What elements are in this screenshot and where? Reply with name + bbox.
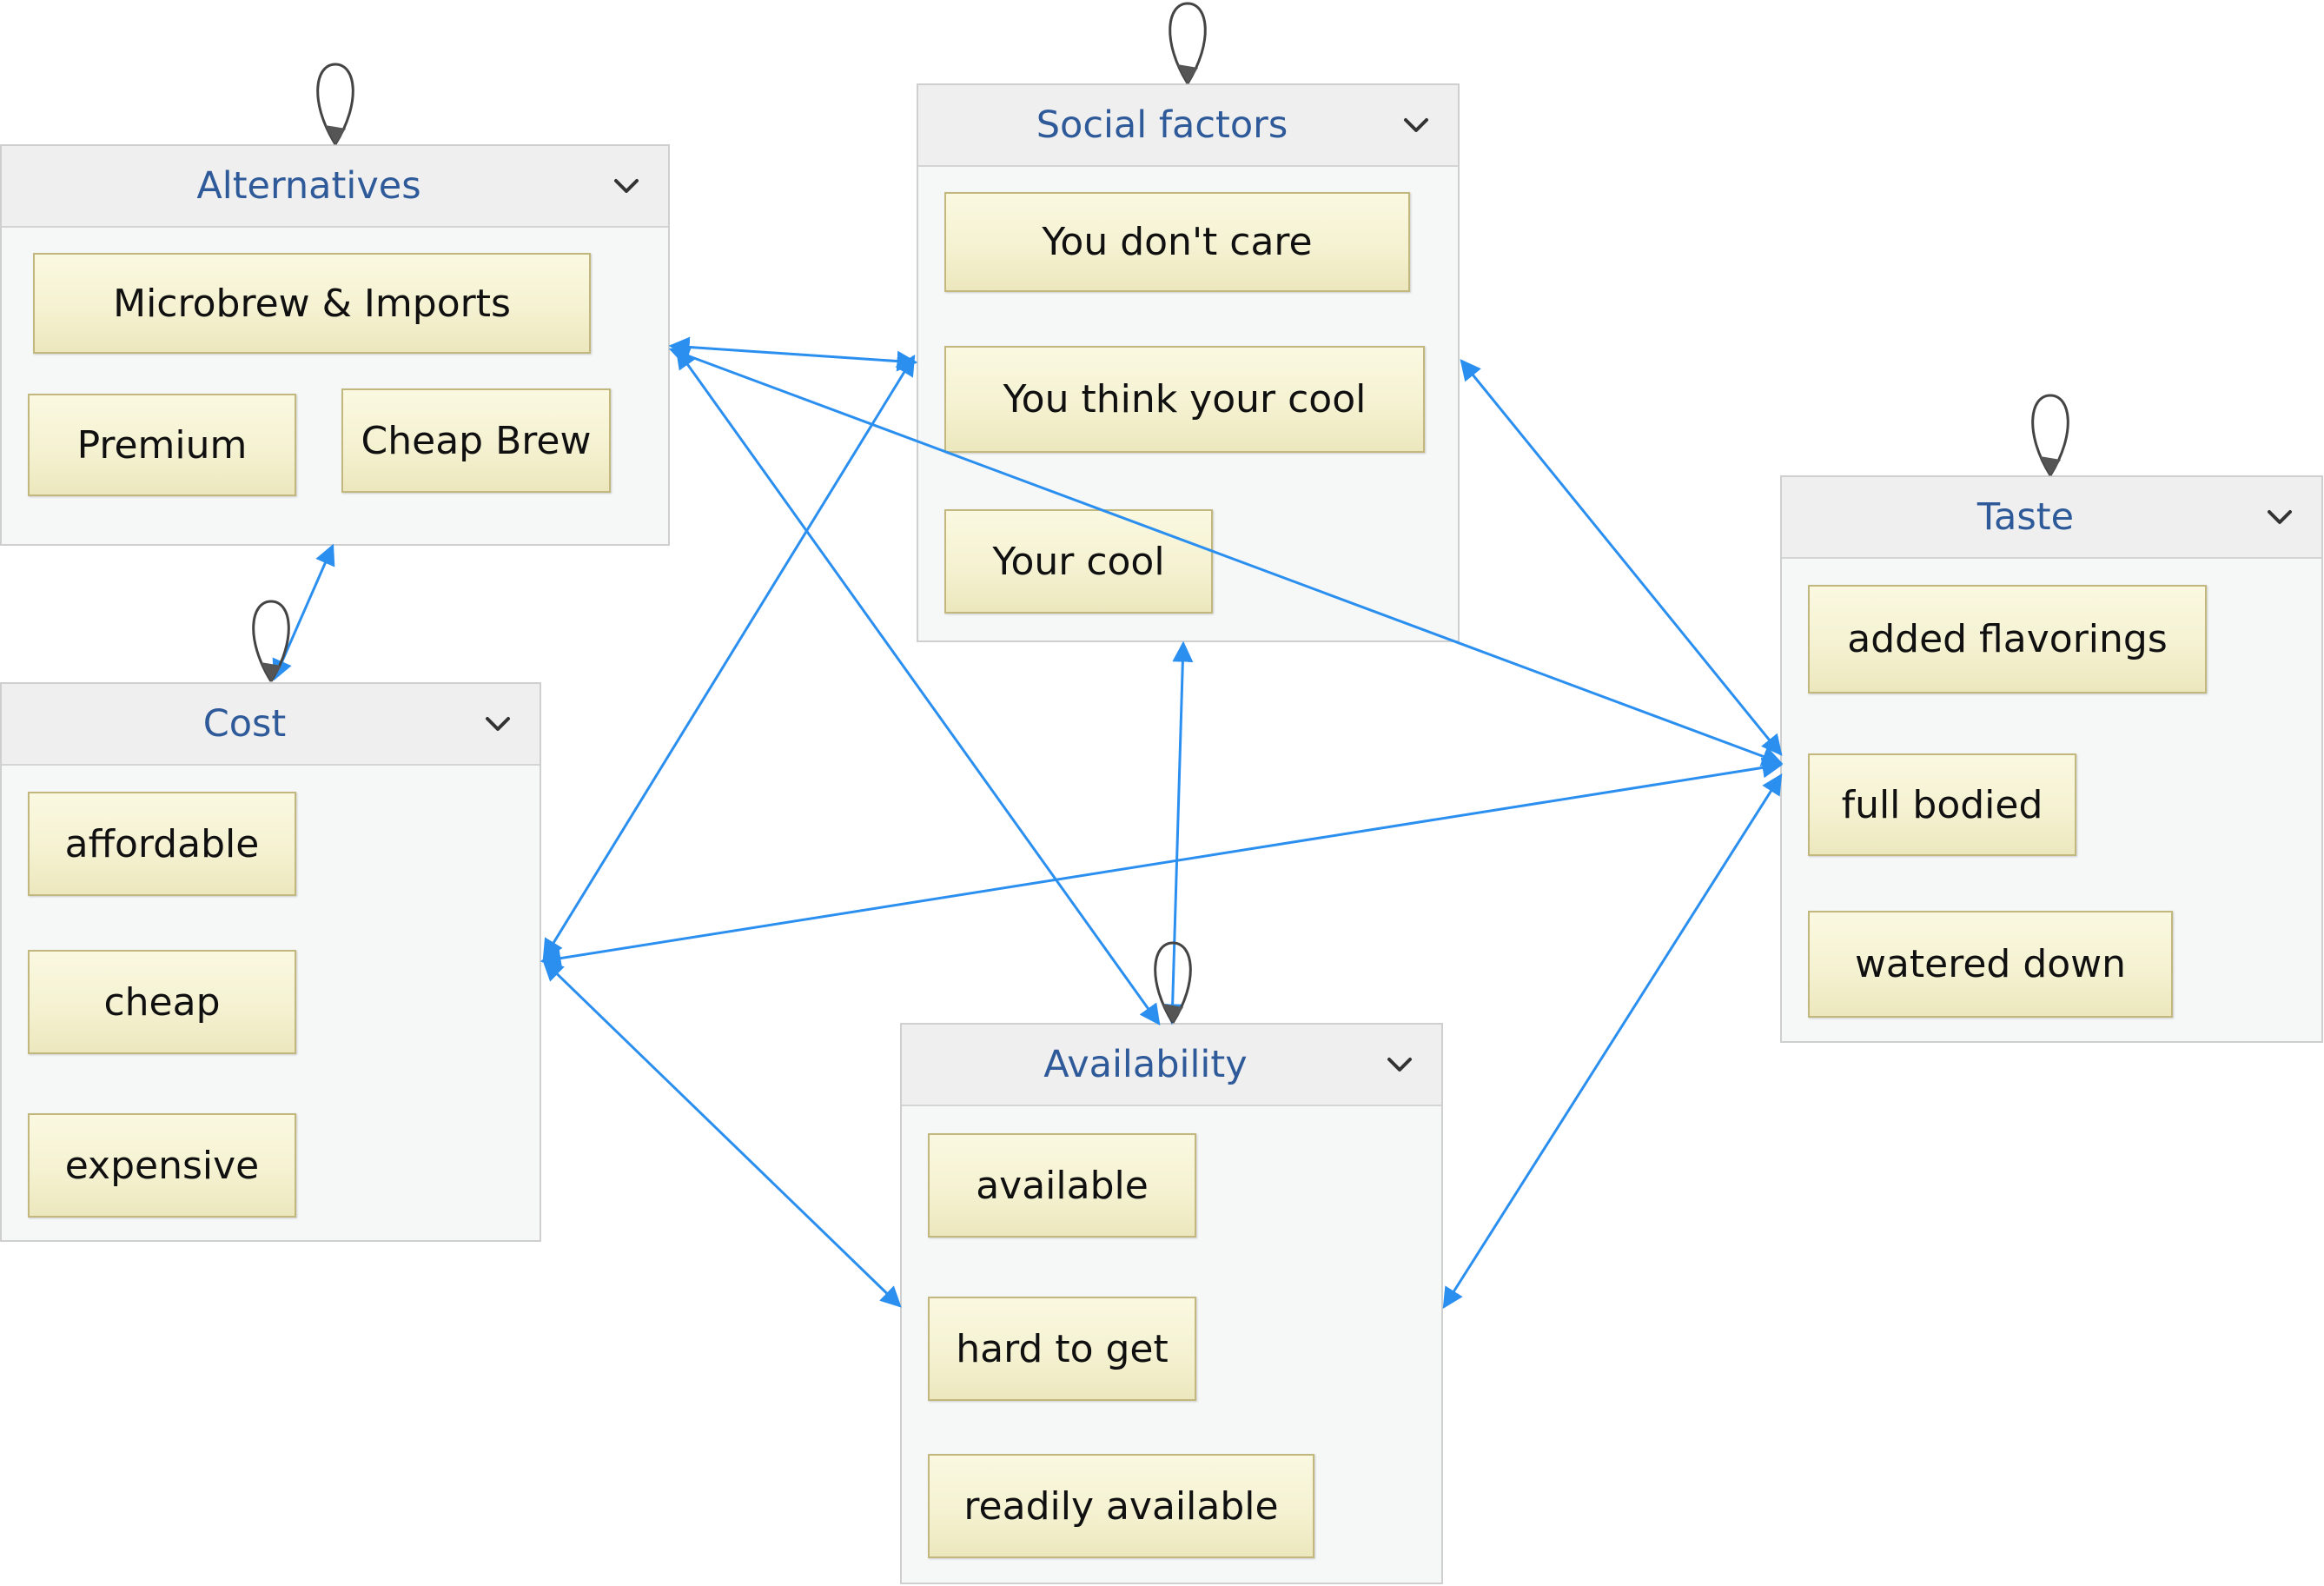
group-header-alternatives[interactable]: Alternatives xyxy=(2,146,668,228)
group-header-availability[interactable]: Availability xyxy=(902,1025,1441,1106)
chevron-down-icon[interactable] xyxy=(1394,103,1439,148)
item-watered-down[interactable]: watered down xyxy=(1808,911,2173,1018)
group-social-factors[interactable]: Social factors You don't care You think … xyxy=(917,83,1460,642)
chevron-down-icon[interactable] xyxy=(475,701,520,747)
group-header-taste[interactable]: Taste xyxy=(1782,477,2321,559)
group-alternatives[interactable]: Alternatives Microbrew & Imports Premium… xyxy=(0,144,670,546)
group-title: Cost xyxy=(202,702,287,746)
group-title: Social factors xyxy=(1036,103,1288,147)
link-cost-availability[interactable] xyxy=(542,959,902,1308)
group-title: Alternatives xyxy=(196,164,421,208)
item-you-think-your-cool[interactable]: You think your cool xyxy=(944,346,1425,453)
group-header-social-factors[interactable]: Social factors xyxy=(918,85,1458,167)
group-header-cost[interactable]: Cost xyxy=(2,684,540,766)
chevron-down-icon[interactable] xyxy=(604,163,649,209)
link-taste-cost[interactable] xyxy=(540,757,1784,969)
item-full-bodied[interactable]: full bodied xyxy=(1808,753,2076,856)
item-cheap[interactable]: cheap xyxy=(28,950,296,1054)
self-loop-icon[interactable] xyxy=(245,596,297,692)
item-affordable[interactable]: affordable xyxy=(28,792,296,896)
self-loop-icon[interactable] xyxy=(2024,390,2076,486)
item-hard-to-get[interactable]: hard to get xyxy=(928,1297,1196,1401)
chevron-down-icon[interactable] xyxy=(1377,1042,1422,1087)
group-availability[interactable]: Availability available hard to get readi… xyxy=(900,1023,1443,1584)
item-expensive[interactable]: expensive xyxy=(28,1113,296,1218)
self-loop-icon[interactable] xyxy=(309,59,361,155)
link-social-taste[interactable] xyxy=(1460,359,1783,756)
item-premium[interactable]: Premium xyxy=(28,394,296,496)
item-your-cool[interactable]: Your cool xyxy=(944,509,1213,614)
self-loop-icon[interactable] xyxy=(1147,938,1199,1033)
group-title: Availability xyxy=(1043,1043,1248,1086)
chevron-down-icon[interactable] xyxy=(2257,494,2302,540)
self-loop-icon[interactable] xyxy=(1162,0,1214,94)
item-you-dont-care[interactable]: You don't care xyxy=(944,192,1410,292)
link-alternatives-social[interactable] xyxy=(668,336,918,372)
link-taste-availability[interactable] xyxy=(1442,773,1783,1310)
group-title: Taste xyxy=(1976,495,2075,539)
item-readily-available[interactable]: readily available xyxy=(928,1454,1314,1558)
group-cost[interactable]: Cost affordable cheap expensive xyxy=(0,682,541,1242)
item-microbrew-imports[interactable]: Microbrew & Imports xyxy=(33,253,591,354)
group-taste[interactable]: Taste added flavorings full bodied water… xyxy=(1780,475,2323,1043)
item-cheap-brew[interactable]: Cheap Brew xyxy=(341,388,611,493)
item-added-flavorings[interactable]: added flavorings xyxy=(1808,585,2207,693)
item-available[interactable]: available xyxy=(928,1133,1196,1238)
